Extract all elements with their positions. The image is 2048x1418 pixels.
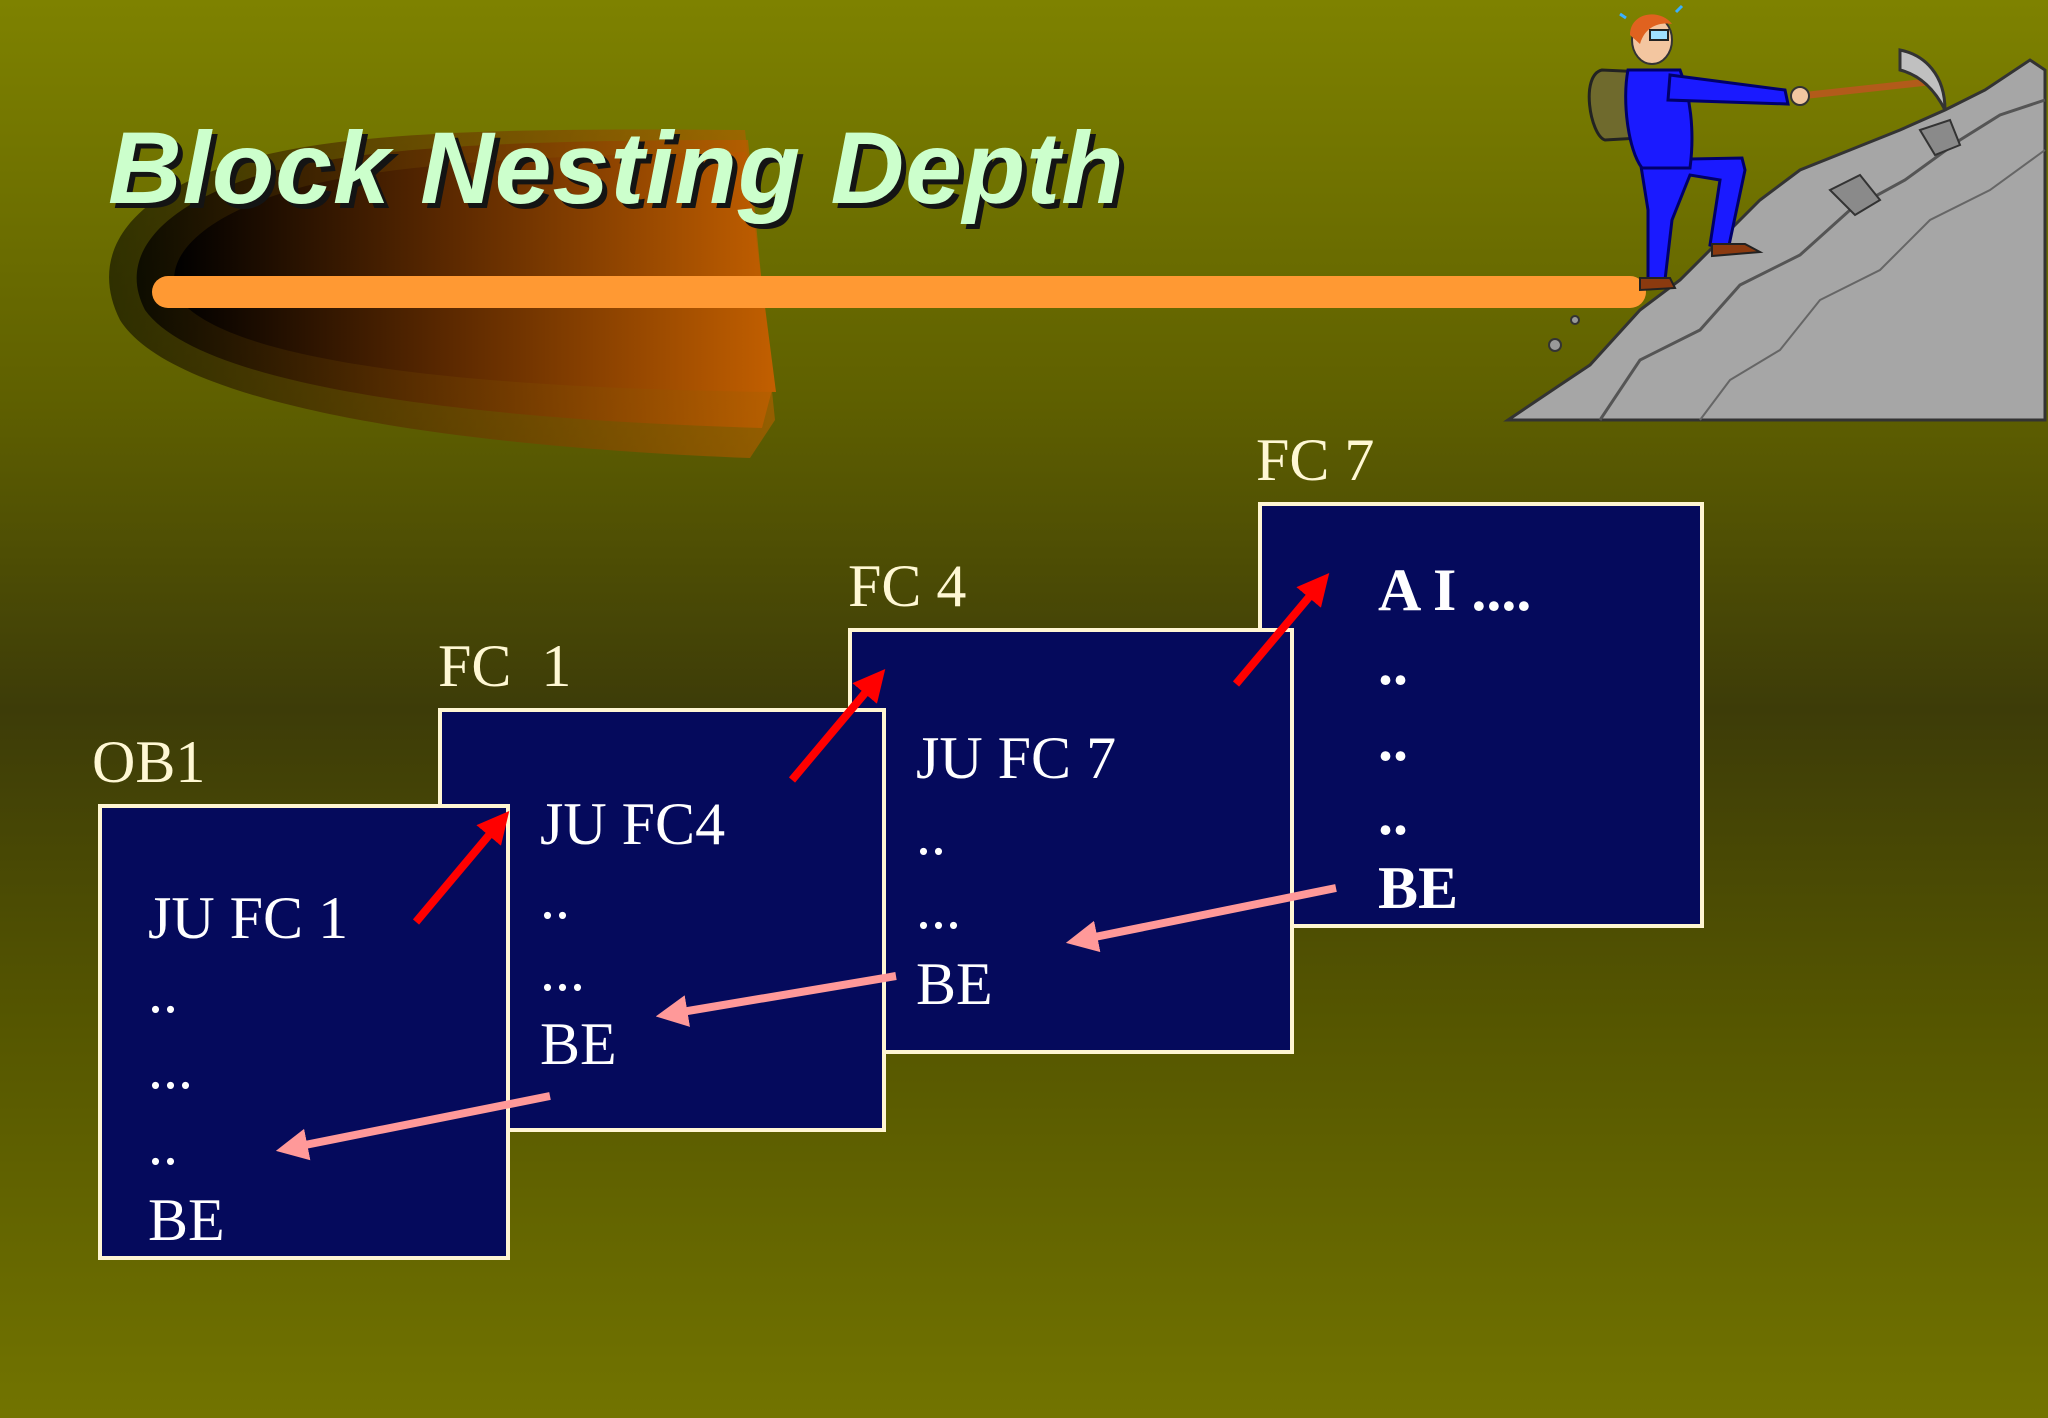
block-label-fc4: FC 4	[848, 553, 967, 619]
slide-title: Block Nesting Depth	[108, 111, 1125, 225]
block-line: BE	[540, 1011, 617, 1077]
block-line: BE	[148, 1187, 225, 1253]
block-line: ..	[1378, 707, 1408, 773]
block-ob1: JU FC 1 .. ... .. BE	[98, 804, 510, 1260]
block-line: ...	[540, 937, 585, 1003]
block-line: ..	[540, 865, 570, 931]
block-line: ..	[916, 801, 946, 867]
block-line: ..	[148, 959, 178, 1025]
block-line: ..	[148, 1111, 178, 1177]
block-line: A I ....	[1378, 557, 1532, 623]
block-line: BE	[1378, 855, 1459, 921]
block-line: JU FC 7	[916, 725, 1117, 791]
block-fc1: JU FC4 .. ... BE	[438, 708, 886, 1132]
return-arrow	[275, 1092, 551, 1161]
block-line: JU FC 1	[148, 885, 349, 951]
block-line: JU FC4	[540, 791, 726, 857]
block-line: ..	[1378, 631, 1408, 697]
call-arrow	[788, 668, 886, 783]
block-label-fc1: FC 1	[438, 633, 572, 699]
block-line: ...	[916, 875, 961, 941]
return-arrow	[1065, 884, 1337, 953]
return-arrow	[655, 972, 897, 1027]
block-line: BE	[916, 951, 993, 1017]
block-fc7: A I .... .. .. .. BE	[1258, 502, 1704, 928]
block-label-ob1: OB1	[92, 729, 206, 795]
block-line: ...	[148, 1035, 193, 1101]
block-line: ..	[1378, 781, 1408, 847]
block-fc4: JU FC 7 .. ... BE	[848, 628, 1294, 1054]
block-label-fc7: FC 7	[1256, 427, 1375, 493]
call-arrow	[412, 810, 510, 925]
call-arrow	[1232, 572, 1330, 687]
